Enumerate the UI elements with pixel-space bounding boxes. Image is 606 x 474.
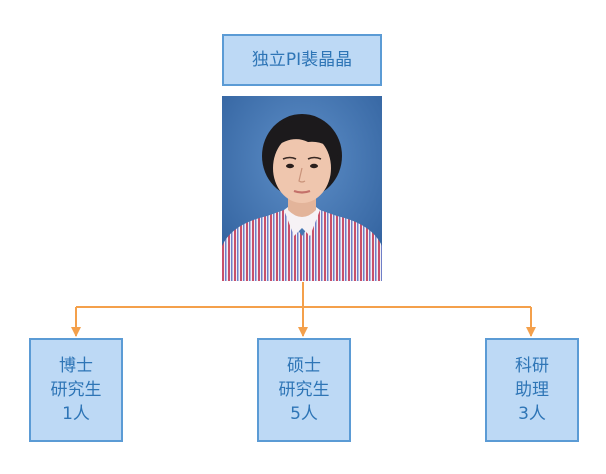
master-students-box: 硕士 研究生 5人 xyxy=(257,338,351,442)
research-assistants-subtitle: 助理 xyxy=(515,380,549,400)
phd-students-subtitle: 研究生 xyxy=(50,380,102,400)
phd-students-title: 博士 xyxy=(59,356,93,376)
master-students-title: 硕士 xyxy=(287,356,321,376)
phd-students-box: 博士 研究生 1人 xyxy=(29,338,123,442)
master-students-count: 5人 xyxy=(290,404,318,424)
research-assistants-title: 科研 xyxy=(515,356,549,376)
pi-name-box: 独立PI裴晶晶 xyxy=(222,34,382,86)
pi-name-label: 独立PI裴晶晶 xyxy=(251,50,353,70)
master-students-subtitle: 研究生 xyxy=(278,380,330,400)
phd-students-count: 1人 xyxy=(62,404,90,424)
pi-portrait-photo xyxy=(222,96,382,281)
research-assistants-box: 科研 助理 3人 xyxy=(485,338,579,442)
research-assistants-count: 3人 xyxy=(518,404,546,424)
